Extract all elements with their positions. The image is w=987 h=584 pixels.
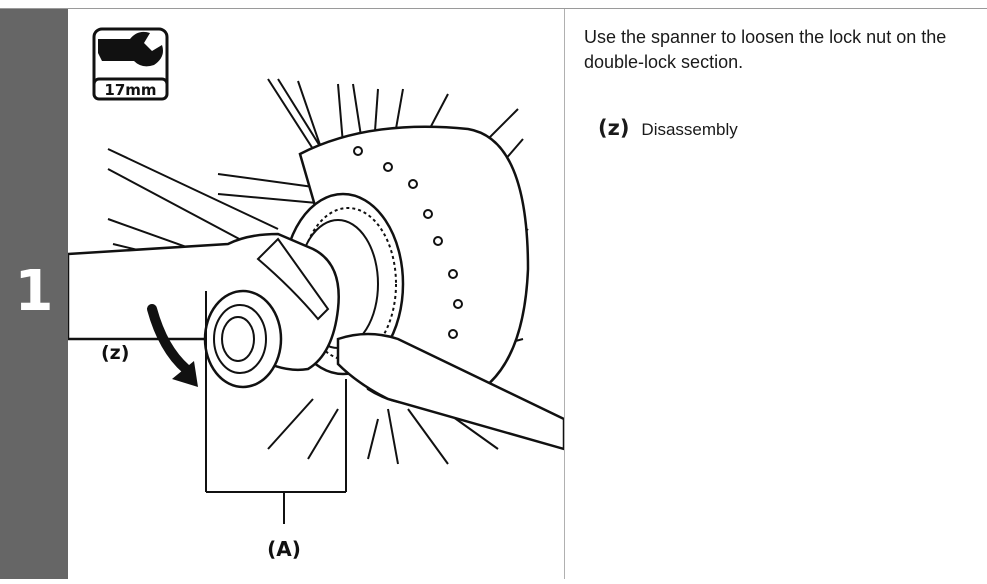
column-divider xyxy=(564,9,565,579)
step-number: 1 xyxy=(14,259,54,324)
spanner-icon: 17mm xyxy=(92,27,169,101)
instruction-text: Use the spanner to loosen the lock nut o… xyxy=(584,27,947,72)
legend-item: (z) Disassembly xyxy=(598,116,738,140)
step-bar xyxy=(0,9,68,579)
part-label: (A) xyxy=(267,537,301,561)
tool-size-label: 17mm xyxy=(104,81,156,99)
lock-nut xyxy=(203,289,283,389)
legend-key: (z) xyxy=(598,116,630,140)
hub-illustration: 17mm xyxy=(66,9,566,579)
rotation-arrow-icon xyxy=(147,304,198,387)
part-bracket xyxy=(205,291,347,524)
legend-text: Disassembly xyxy=(641,120,738,139)
top-rule xyxy=(0,8,987,9)
rotation-label: (z) xyxy=(101,342,129,364)
